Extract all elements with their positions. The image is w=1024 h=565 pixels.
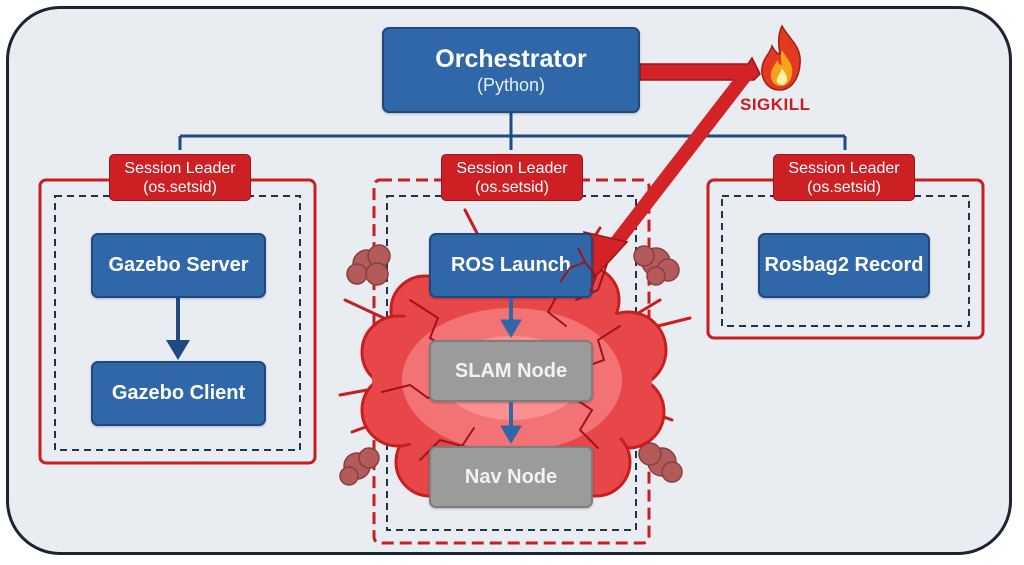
fire-icon [761, 24, 801, 91]
session-leader-badge-left: Session Leader (os.setsid) [109, 154, 251, 201]
node-nav: Nav Node [429, 446, 593, 508]
session-leader-title: Session Leader [788, 160, 900, 177]
orchestrator-box: Orchestrator (Python) [382, 27, 640, 113]
smoke-puffs [339, 244, 683, 486]
node-slam: SLAM Node [429, 340, 593, 402]
session-leader-badge-middle: Session Leader (os.setsid) [441, 154, 583, 201]
orchestrator-title: Orchestrator [435, 44, 587, 73]
sigkill-label: SIGKILL [740, 95, 811, 114]
node-gazebo-server: Gazebo Server [91, 233, 266, 298]
tree-connectors [178, 113, 847, 150]
node-ros-launch: ROS Launch [429, 233, 593, 298]
session-leader-badge-right: Session Leader (os.setsid) [773, 154, 915, 201]
session-leader-title: Session Leader [456, 160, 568, 177]
session-leader-sub: (os.setsid) [475, 179, 549, 196]
gazebo-arrow [166, 298, 190, 360]
node-gazebo-client: Gazebo Client [91, 361, 266, 426]
session-leader-sub: (os.setsid) [143, 179, 217, 196]
orchestrator-subtitle: (Python) [476, 74, 546, 95]
session-leader-title: Session Leader [124, 160, 236, 177]
node-rosbag2-record: Rosbag2 Record [758, 233, 930, 298]
session-leader-sub: (os.setsid) [807, 179, 881, 196]
